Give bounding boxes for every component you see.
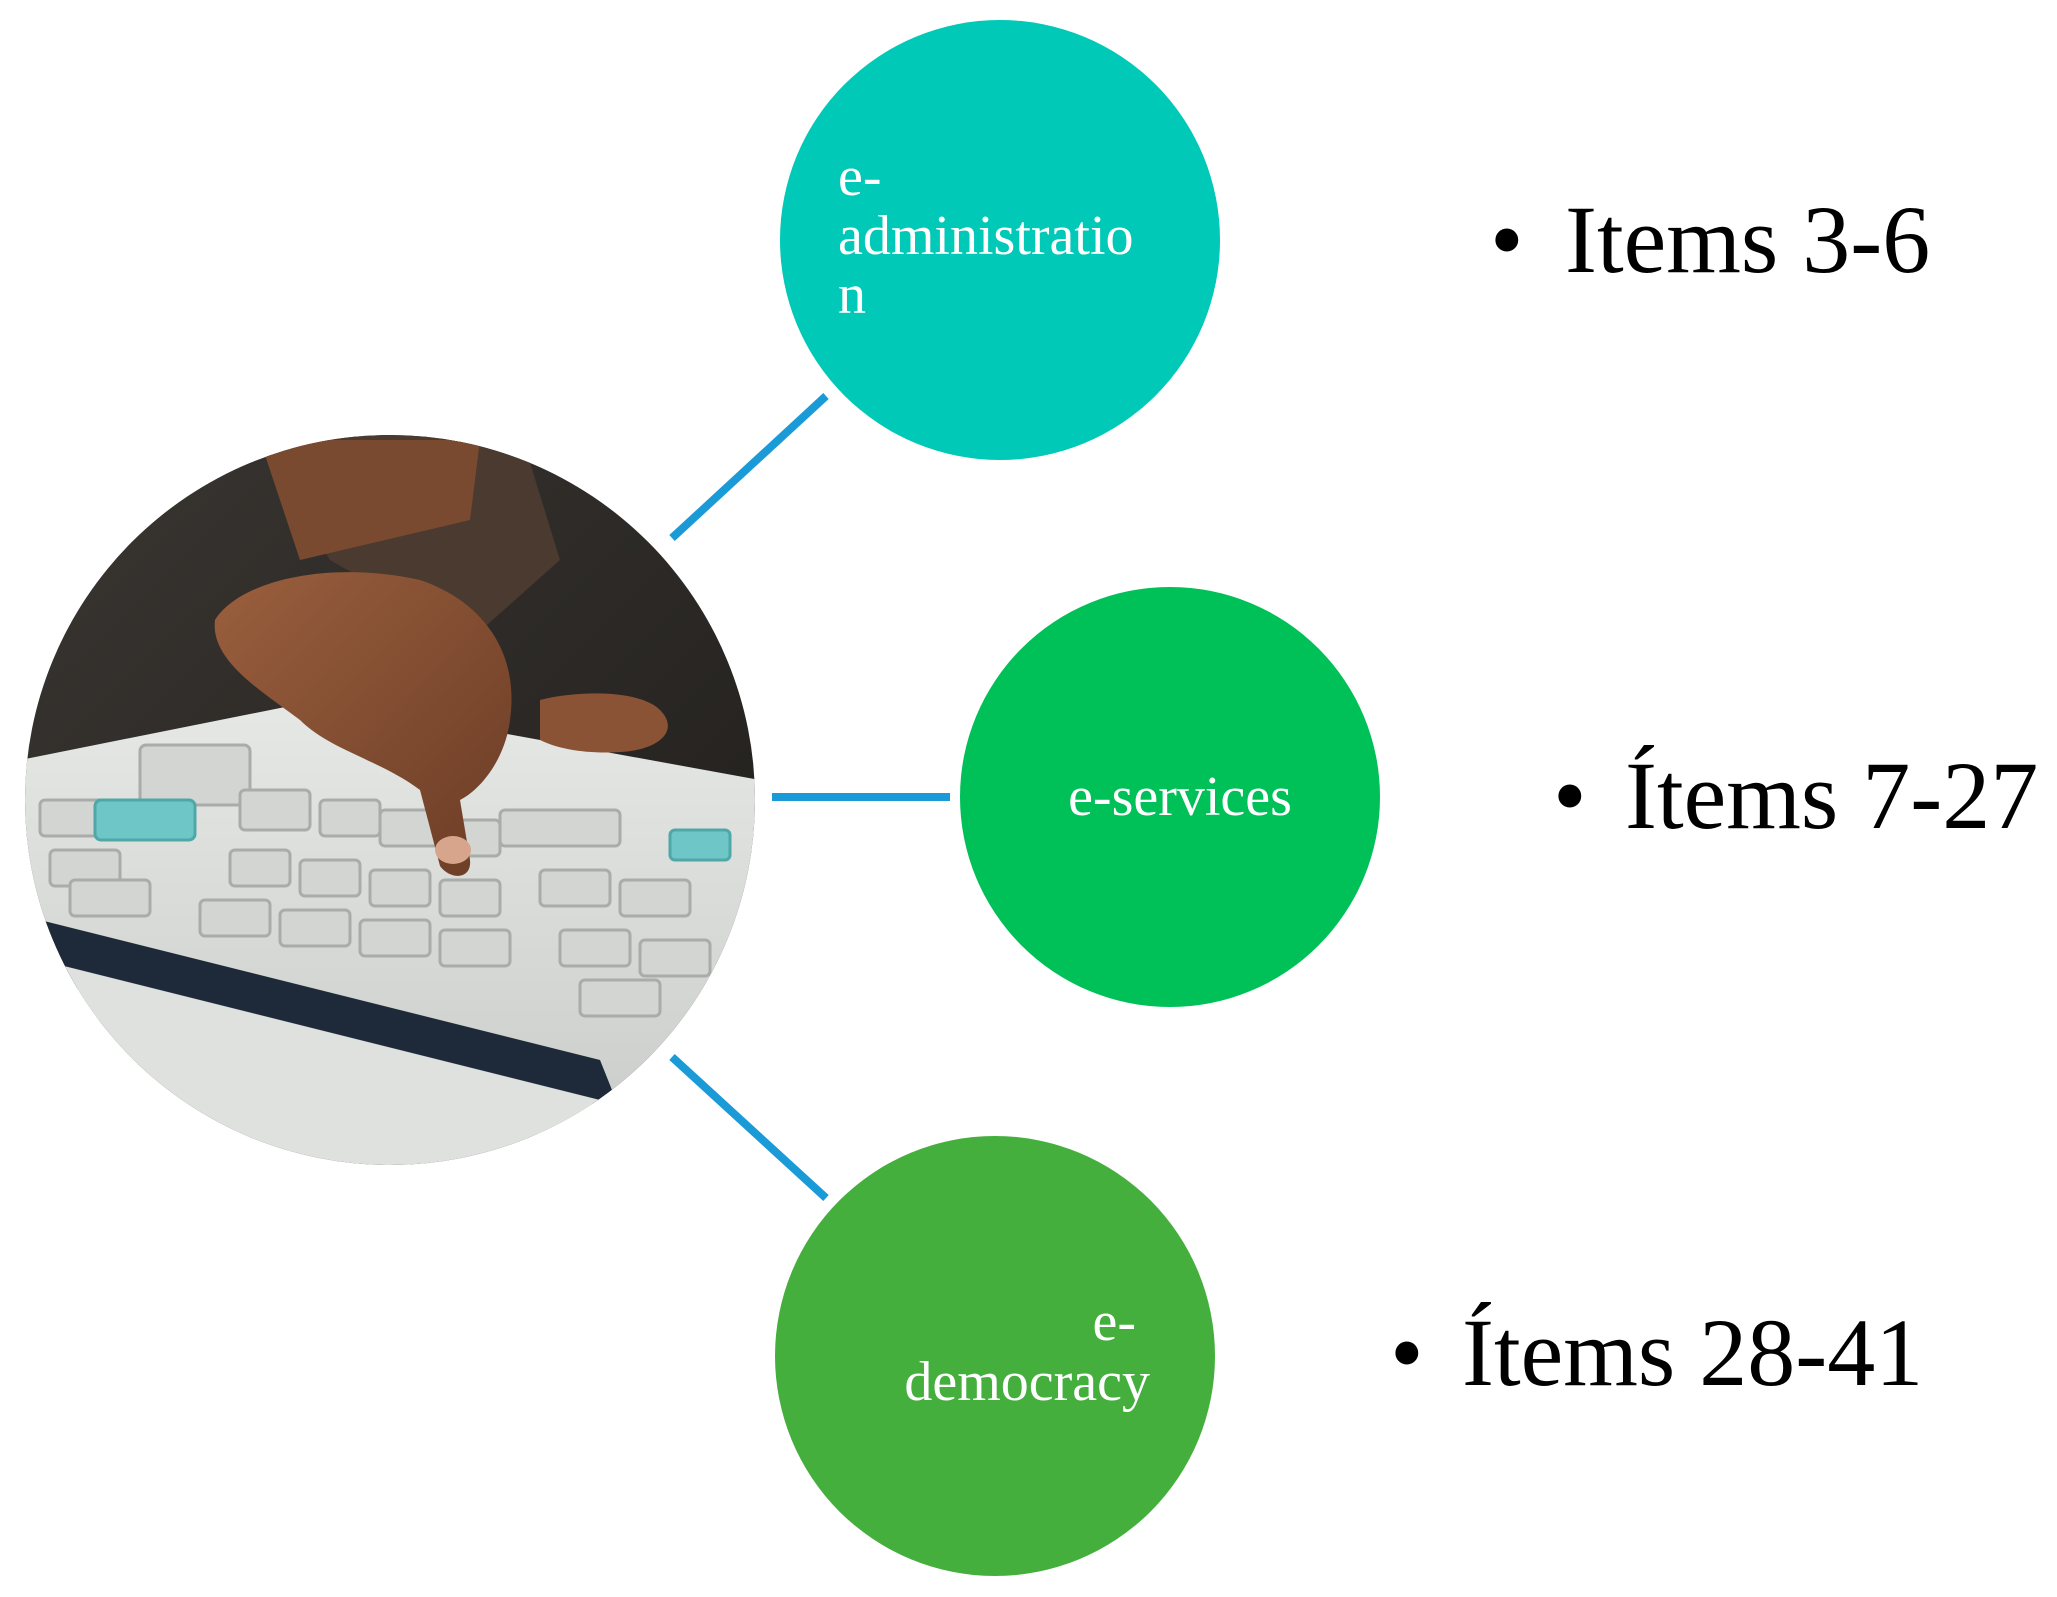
node-e-democracy-label: e- democracy (904, 1291, 1150, 1413)
item-services: • Ítems 7-27 (1553, 742, 2038, 849)
item-administration: • Items 3-6 (1490, 186, 1930, 293)
item-label: Ítems 28-41 (1462, 1299, 1923, 1406)
node-e-democracy: e- democracy (775, 1136, 1215, 1576)
item-label: Items 3-6 (1565, 186, 1930, 293)
item-label: Ítems 7-27 (1625, 742, 2038, 849)
keyboard-photo-icon (25, 435, 755, 1165)
node-e-services-circle (960, 587, 1380, 1007)
connector-administration (669, 393, 829, 541)
item-bullet: • (1390, 1299, 1424, 1406)
item-bullet: • (1553, 742, 1587, 849)
node-e-services: e-services (960, 587, 1380, 1007)
node-e-democracy-circle (775, 1136, 1215, 1576)
node-e-administration: e- administratio n (780, 20, 1220, 460)
connector-democracy (669, 1054, 829, 1201)
node-e-services-label: e-services (1068, 766, 1292, 828)
node-e-administration-circle (780, 20, 1220, 460)
node-e-administration-label: e- administratio n (838, 146, 1148, 326)
item-bullet: • (1490, 186, 1524, 293)
item-democracy: • Ítems 28-41 (1390, 1299, 1923, 1406)
